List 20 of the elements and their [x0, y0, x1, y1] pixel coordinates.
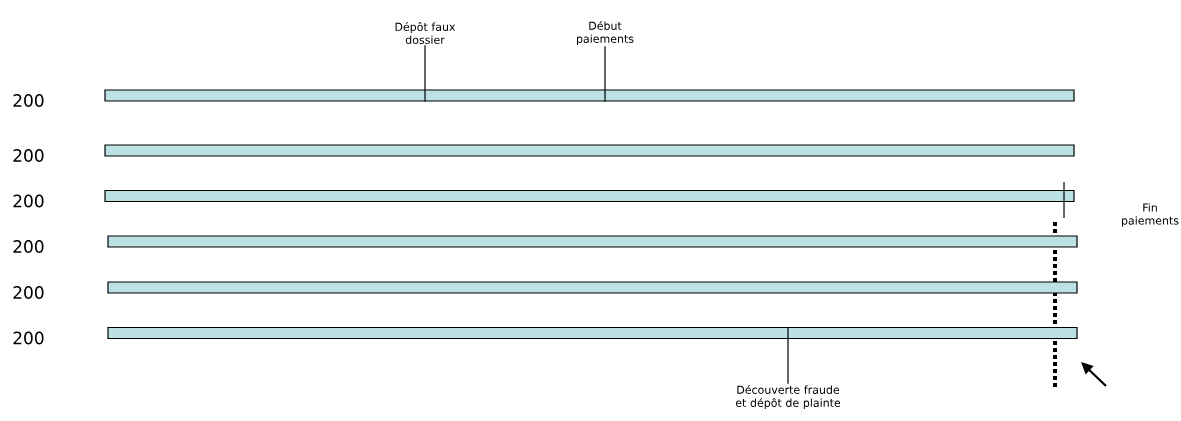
leader-line [1063, 181, 1065, 219]
year-label: 200 [13, 240, 44, 253]
event-label: Début paiements [577, 20, 634, 46]
timeline-bar [107, 326, 1078, 340]
leader-line [424, 44, 426, 103]
timeline-bar [104, 89, 1075, 102]
year-label: 200 [13, 149, 44, 162]
year-label: 200 [13, 194, 44, 208]
timeline-bar [107, 281, 1078, 294]
timeline-bar [107, 235, 1078, 248]
event-label: Fin paiements [1122, 203, 1179, 227]
event-label: Découverte fraude et dépôt de plainte [735, 384, 841, 410]
timeline-bar [104, 189, 1075, 203]
year-label: 200 [13, 331, 44, 345]
year-label: 200 [13, 94, 44, 107]
leader-line [604, 45, 606, 103]
timeline-bar [104, 144, 1075, 157]
year-label: 200 [13, 286, 44, 299]
event-label: Dépôt faux dossier [395, 22, 456, 44]
leader-line [787, 326, 789, 385]
